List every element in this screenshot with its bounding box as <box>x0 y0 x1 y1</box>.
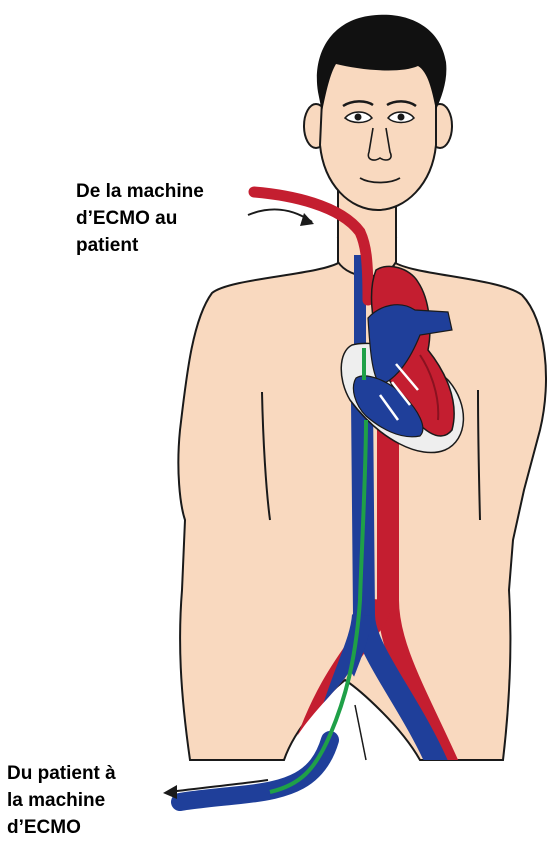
groin-line <box>355 705 366 760</box>
inflow-label: De la machine d’ECMO au patient <box>76 178 204 259</box>
outflow-label: Du patient à la machine d’ECMO <box>7 760 116 841</box>
outflow-label-line-3: d’ECMO <box>7 814 116 841</box>
inflow-label-line-2: d’ECMO au <box>76 205 204 232</box>
curved-arrow-right-icon <box>248 210 314 226</box>
inflow-label-line-3: patient <box>76 232 204 259</box>
outflow-label-line-1: Du patient à <box>7 760 116 787</box>
pupil-right <box>398 114 405 121</box>
outflow-label-line-2: la machine <box>7 787 116 814</box>
pupil-left <box>355 114 362 121</box>
inflow-label-line-1: De la machine <box>76 178 204 205</box>
